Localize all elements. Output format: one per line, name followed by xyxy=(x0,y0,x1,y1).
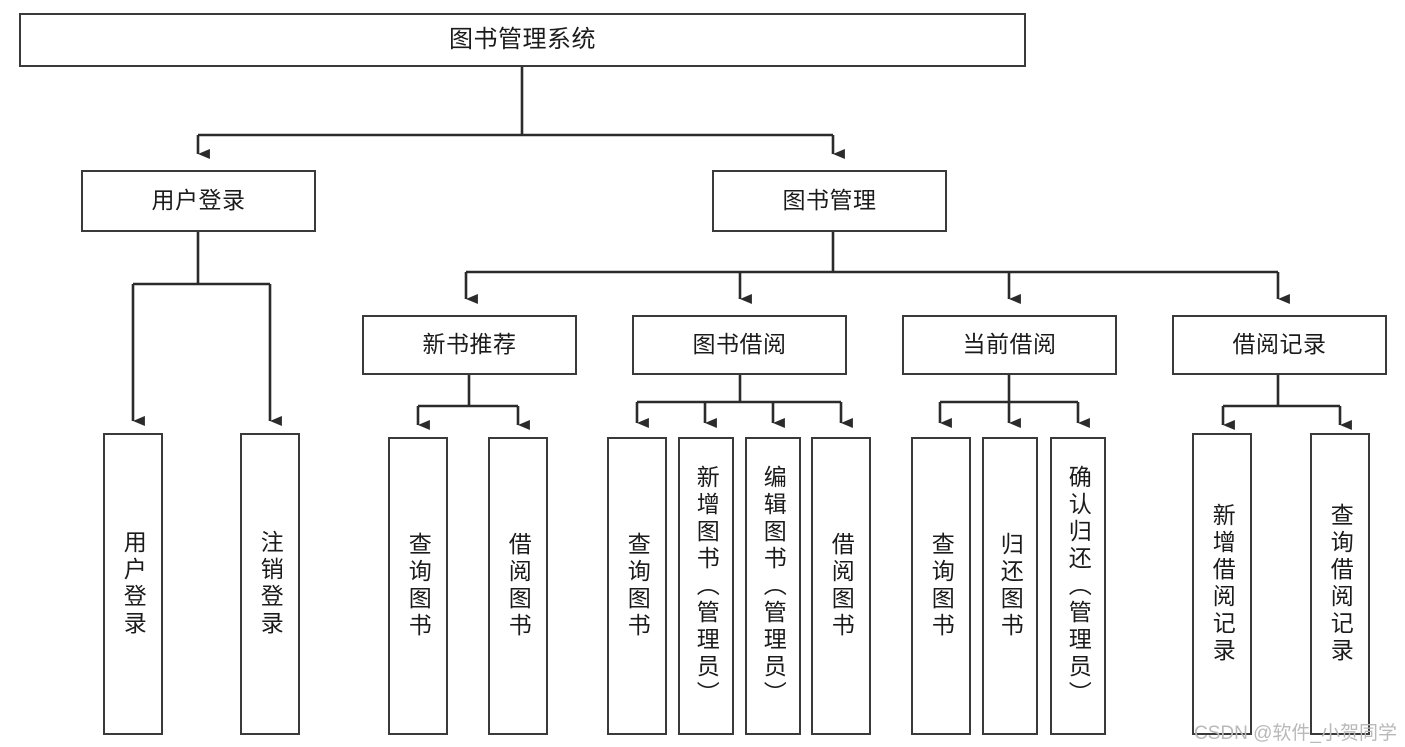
node-book-borrow[interactable]: 图书借阅 xyxy=(632,315,847,375)
leaf-current-return-book[interactable]: 归还图书 xyxy=(982,437,1038,735)
node-book-management[interactable]: 图书管理 xyxy=(712,170,947,232)
leaf-new-book-borrow-book[interactable]: 借阅图书 xyxy=(488,437,548,735)
node-new-book-recommend[interactable]: 新书推荐 xyxy=(362,315,577,375)
node-label: 查询图书 xyxy=(624,532,651,640)
node-borrow-record[interactable]: 借阅记录 xyxy=(1172,315,1387,375)
leaf-borrow-query-book[interactable]: 查询图书 xyxy=(607,437,667,735)
leaf-user-login-logout[interactable]: 注销登录 xyxy=(240,433,300,735)
node-label: 查询图书 xyxy=(928,532,955,640)
leaf-current-query-book[interactable]: 查询图书 xyxy=(911,437,971,735)
leaf-record-query-record[interactable]: 查询借阅记录 xyxy=(1310,433,1370,735)
node-label: 借阅记录 xyxy=(1232,331,1327,358)
node-label: 图书借阅 xyxy=(692,331,787,358)
leaf-user-login-login[interactable]: 用户登录 xyxy=(103,433,163,735)
node-label: 图书管理系统 xyxy=(449,25,596,53)
node-label: 注销登录 xyxy=(257,530,284,638)
node-label: 编辑图书（管理员） xyxy=(760,464,787,708)
node-label: 借阅图书 xyxy=(505,532,532,640)
node-label: 归还图书 xyxy=(997,532,1024,640)
node-label: 图书管理 xyxy=(782,187,877,214)
node-label: 查询图书 xyxy=(405,532,432,640)
node-label: 确认归还（管理员） xyxy=(1065,464,1092,708)
leaf-borrow-add-book-admin[interactable]: 新增图书（管理员） xyxy=(678,437,734,735)
node-label: 新增借阅记录 xyxy=(1209,503,1236,665)
leaf-new-book-query-book[interactable]: 查询图书 xyxy=(388,437,448,735)
node-label: 当前借阅 xyxy=(962,331,1057,358)
leaf-record-add-record[interactable]: 新增借阅记录 xyxy=(1192,433,1252,735)
node-label: 新书推荐 xyxy=(422,331,517,358)
node-label: 新增图书（管理员） xyxy=(693,464,720,708)
node-label: 用户登录 xyxy=(151,187,246,214)
node-label: 用户登录 xyxy=(120,530,147,638)
watermark-text: CSDN @软件_小贺同学 xyxy=(1194,723,1397,744)
leaf-borrow-edit-book-admin[interactable]: 编辑图书（管理员） xyxy=(745,437,801,735)
leaf-borrow-borrow-book[interactable]: 借阅图书 xyxy=(811,437,871,735)
node-label: 借阅图书 xyxy=(828,532,855,640)
node-label: 查询借阅记录 xyxy=(1327,503,1354,665)
leaf-current-confirm-return-admin[interactable]: 确认归还（管理员） xyxy=(1050,437,1106,735)
node-user-login[interactable]: 用户登录 xyxy=(81,170,316,232)
node-current-borrow[interactable]: 当前借阅 xyxy=(902,315,1117,375)
node-root-system[interactable]: 图书管理系统 xyxy=(19,13,1026,67)
